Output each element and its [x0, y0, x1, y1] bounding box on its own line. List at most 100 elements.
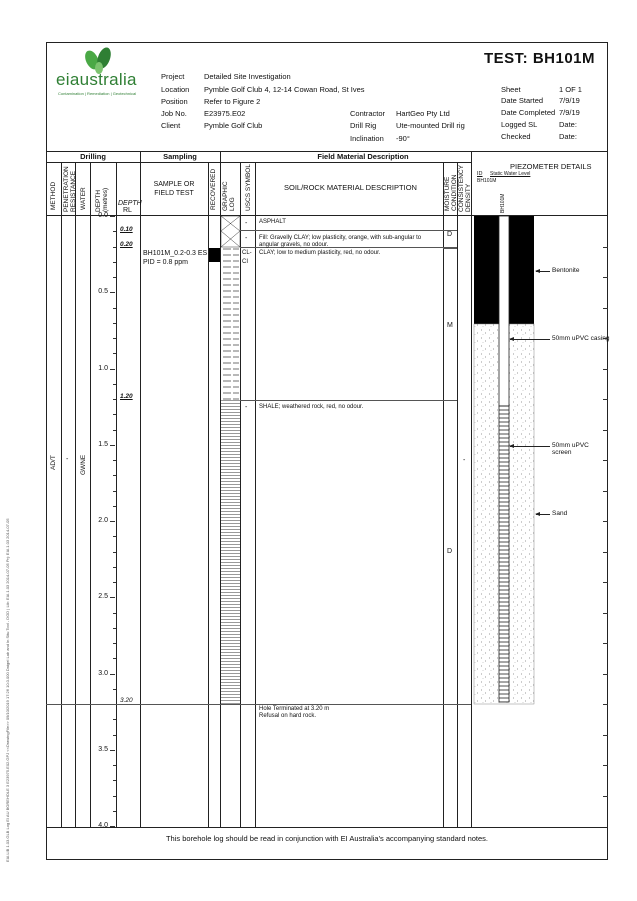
depth-scale-label: 2.0: [98, 517, 108, 524]
depth-scale-minor-tick: [113, 231, 116, 233]
depth-scale-major-tick: [110, 292, 115, 294]
moisture-d-1: D: [447, 231, 453, 238]
logged-label: Logged SL: [501, 120, 538, 129]
field-section: Field Material Description: [317, 152, 409, 161]
right-edge-tick: [603, 612, 608, 614]
depth-scale-minor-tick: [113, 658, 116, 660]
piezometer-id-label: ID: [477, 171, 483, 177]
depth-scale-minor-tick: [113, 353, 116, 355]
leaf-icon: [85, 47, 111, 74]
side-file-text: EIA LIB 1.03.GLB Log EI AU BOREHOLE 3 E2…: [5, 518, 10, 862]
depth-scale-label: 0.0: [98, 212, 108, 219]
client-label: Client: [161, 121, 181, 130]
test-title: TEST: BH101M: [484, 50, 596, 67]
piezometer-graphic: [473, 216, 535, 705]
col-line-rl: [140, 151, 141, 827]
depth-scale-minor-tick: [113, 536, 116, 538]
desc-shale: SHALE; weathered rock, red, no odour.: [259, 404, 364, 410]
drilling-section: Drilling: [80, 152, 106, 161]
depth-scale-minor-tick: [113, 338, 116, 339]
depth-scale-label: 2.5: [98, 593, 108, 601]
client-value: Pymble Golf Club: [204, 121, 263, 130]
uscs-fill: -: [245, 235, 248, 242]
piezometer-name-rotated: BH101M: [500, 193, 506, 213]
right-edge-tick: [603, 277, 608, 278]
depth-scale-minor-tick: [113, 475, 116, 477]
depth-scale-minor-tick: [113, 429, 116, 431]
col-line-graphic: [240, 162, 241, 827]
drill-rig-value: Ute-mounted Drill rig: [396, 121, 465, 130]
logged-date-label: Date:: [559, 120, 577, 129]
sheet-label: Sheet: [501, 85, 521, 94]
right-edge-tick: [603, 673, 608, 675]
col-line-uscs: [255, 162, 256, 827]
moisture-line-1: [443, 248, 457, 249]
checked-date-label: Date:: [559, 132, 577, 141]
col-line-sample: [208, 162, 209, 827]
col-line-consistency: [471, 151, 472, 827]
depth-scale-minor-tick: [113, 582, 116, 583]
layer-line-asphalt: [240, 230, 457, 231]
depth-scale-major-tick: [110, 444, 115, 446]
job-value: E23975.E02: [204, 109, 246, 118]
depth-scale-major-tick: [110, 749, 115, 751]
uscs-asphalt: -: [245, 220, 248, 227]
depth-scale-minor-tick: [113, 460, 116, 461]
log-frame: [46, 42, 608, 860]
depth-scale-label: 1.5: [98, 440, 108, 448]
project-value: Detailed Site Investigation: [204, 72, 291, 81]
sample-pid: PID = 0.8 ppm: [143, 259, 188, 266]
depth-scale-minor-tick: [113, 612, 116, 614]
sampling-section: Sampling: [163, 152, 197, 161]
piezometer-name: BH101M: [477, 178, 497, 184]
graphic-log: [221, 216, 240, 705]
sample-header: SAMPLE OR FIELD TEST: [153, 181, 195, 197]
depth-scale-minor-tick: [113, 307, 116, 309]
sheet-value: 1 OF 1: [559, 85, 582, 94]
depth-scale-major-tick: [110, 368, 115, 370]
water-header: WATER: [80, 187, 87, 210]
job-label: Job No.: [161, 109, 187, 118]
date-started-value: 7/9/19: [559, 96, 580, 105]
desc-terminated: Hole Terminated at 3.20 m: [259, 706, 330, 712]
depth-rl-header-2: RL: [123, 207, 132, 214]
bentonite-arrow: [535, 269, 550, 273]
depth-scale-minor-tick: [113, 795, 116, 797]
depth-scale-minor-tick: [113, 414, 116, 416]
right-edge-tick: [603, 704, 608, 705]
graphic-header: GRAPHIC LOG: [222, 181, 236, 211]
sample-id: BH101M_0.2-0.3 ES: [143, 250, 208, 257]
method-header: METHOD: [50, 181, 57, 210]
section-bottom-line: [46, 162, 471, 163]
col-line-water: [90, 162, 91, 827]
desc-refusal: Refusal on hard rock.: [259, 713, 317, 719]
right-edge-tick: [603, 368, 608, 370]
uscs-clay: CL-CI: [242, 250, 252, 265]
depth-scale-minor-tick: [113, 505, 116, 507]
right-edge-tick: [603, 734, 608, 736]
penetration-header: PENETRATION RESISTANCE: [63, 166, 77, 212]
right-edge-tick: [603, 429, 608, 431]
uscs-shale: -: [245, 404, 248, 411]
right-edge-tick: [603, 399, 608, 400]
depth-scale-minor-tick: [113, 322, 116, 324]
screen-label-1: 50mm uPVC: [552, 442, 589, 449]
bentonite-label: Bentonite: [552, 267, 580, 274]
depth-scale-minor-tick: [113, 643, 116, 644]
rl-depth-0-10: 0.10: [120, 226, 133, 233]
logo-brand: eiaustralia: [56, 70, 137, 89]
right-edge-tick: [603, 643, 608, 644]
bottom-scale-line: [46, 827, 608, 828]
position-value: Refer to Figure 2: [204, 97, 261, 106]
company-logo: eiaustralia Contamination | Remediation …: [52, 46, 148, 102]
depth-scale-minor-tick: [113, 551, 116, 553]
drill-rig-label: Drill Rig: [350, 121, 377, 130]
date-completed-label: Date Completed: [501, 108, 556, 117]
right-edge-tick: [603, 338, 608, 339]
depth-scale-minor-tick: [113, 734, 116, 736]
column-header-bottom-line: [46, 215, 608, 216]
depth-scale-major-tick: [110, 521, 115, 522]
position-label: Position: [161, 97, 188, 106]
depth-scale-minor-tick: [113, 490, 116, 492]
screen-arrow: [509, 444, 550, 448]
